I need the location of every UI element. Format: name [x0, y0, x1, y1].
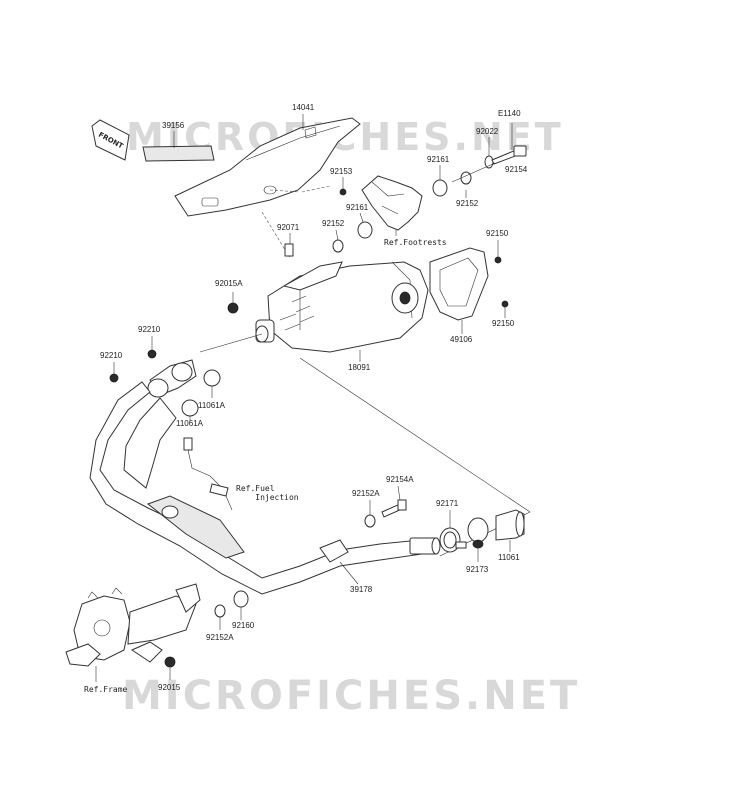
part-label-92161-a: 92161 [427, 155, 450, 164]
part-label-92015: 92015 [158, 683, 181, 692]
part-label-11061A-a: 11061A [198, 401, 225, 410]
bolt-92154 [491, 145, 527, 165]
ref-footrests: Ref.Footrests [384, 238, 447, 247]
part-label-39178: 39178 [350, 585, 373, 594]
part-label-92152A-b: 92152A [206, 633, 234, 642]
part-label-92210-a: 92210 [138, 325, 161, 334]
damper-92160 [233, 590, 249, 608]
part-label-14041: 14041 [292, 103, 315, 112]
screw-92150-b [501, 300, 509, 308]
part-label-39156: 39156 [162, 121, 185, 130]
ref-frame: Ref.Frame [84, 685, 128, 694]
part-label-92015A: 92015A [215, 279, 243, 288]
part-label-92154A: 92154A [386, 475, 414, 484]
bushing-92161-b [357, 221, 373, 239]
frame-bracket [65, 583, 201, 667]
part-label-92171: 92171 [436, 499, 459, 508]
gasket-11061 [495, 509, 525, 541]
leader-lines [95, 114, 513, 682]
nut-92015 [164, 656, 176, 668]
heat-label-39156 [142, 145, 215, 162]
footrest-bracket [361, 175, 423, 231]
washer-92152-a [460, 171, 472, 185]
part-label-92160: 92160 [232, 621, 255, 630]
watermark-bottom: MICROFICHES.NET [122, 673, 581, 719]
nut-92210-a [147, 349, 157, 359]
bolt-92153 [339, 188, 347, 196]
part-label-92173: 92173 [466, 565, 489, 574]
cover-14041 [174, 117, 361, 217]
part-label-92152A-a: 92152A [352, 489, 380, 498]
part-label-92152-b: 92152 [322, 219, 345, 228]
part-label-18091: 18091 [348, 363, 371, 372]
bushing-92161-a [432, 179, 448, 197]
part-label-92154: 92154 [505, 165, 528, 174]
clamp-92173 [467, 517, 489, 549]
part-label-92152-a: 92152 [456, 199, 479, 208]
part-label-92161-b: 92161 [346, 203, 369, 212]
ref-fuel-injection: Ref.Fuel Injection [236, 484, 299, 503]
washer-92152A-b [214, 604, 226, 618]
gasket-11061A-b [181, 399, 199, 417]
exhaust-header-flanges [147, 359, 197, 398]
part-label-92022: 92022 [476, 127, 499, 136]
clamp-92171 [439, 527, 467, 553]
bolt-92071 [284, 243, 294, 257]
nut-92015A [227, 302, 239, 314]
part-label-11061A-b: 11061A [176, 419, 203, 428]
part-label-11061: 11061 [498, 553, 520, 562]
part-label-92210-b: 92210 [100, 351, 123, 360]
washer-92152-b [332, 239, 344, 253]
washer-92022 [484, 155, 494, 169]
gasket-11061A-a [203, 369, 221, 387]
oxygen-sensor [183, 437, 229, 497]
screw-92150-a [494, 256, 502, 264]
muffler-18091 [255, 261, 429, 353]
part-label-92150-a: 92150 [486, 229, 509, 238]
end-cover-49106 [429, 247, 489, 321]
label-e1140: E1140 [498, 109, 521, 118]
exhaust-pipe-39178 [89, 381, 441, 595]
part-label-49106: 49106 [450, 335, 473, 344]
part-label-92071: 92071 [277, 223, 300, 232]
nut-92210-b [109, 373, 119, 383]
washer-92152A-a [364, 514, 376, 528]
front-arrow: FRONT [91, 119, 130, 161]
bolt-92154A [381, 499, 407, 518]
part-label-92150-b: 92150 [492, 319, 515, 328]
part-label-92153: 92153 [330, 167, 353, 176]
